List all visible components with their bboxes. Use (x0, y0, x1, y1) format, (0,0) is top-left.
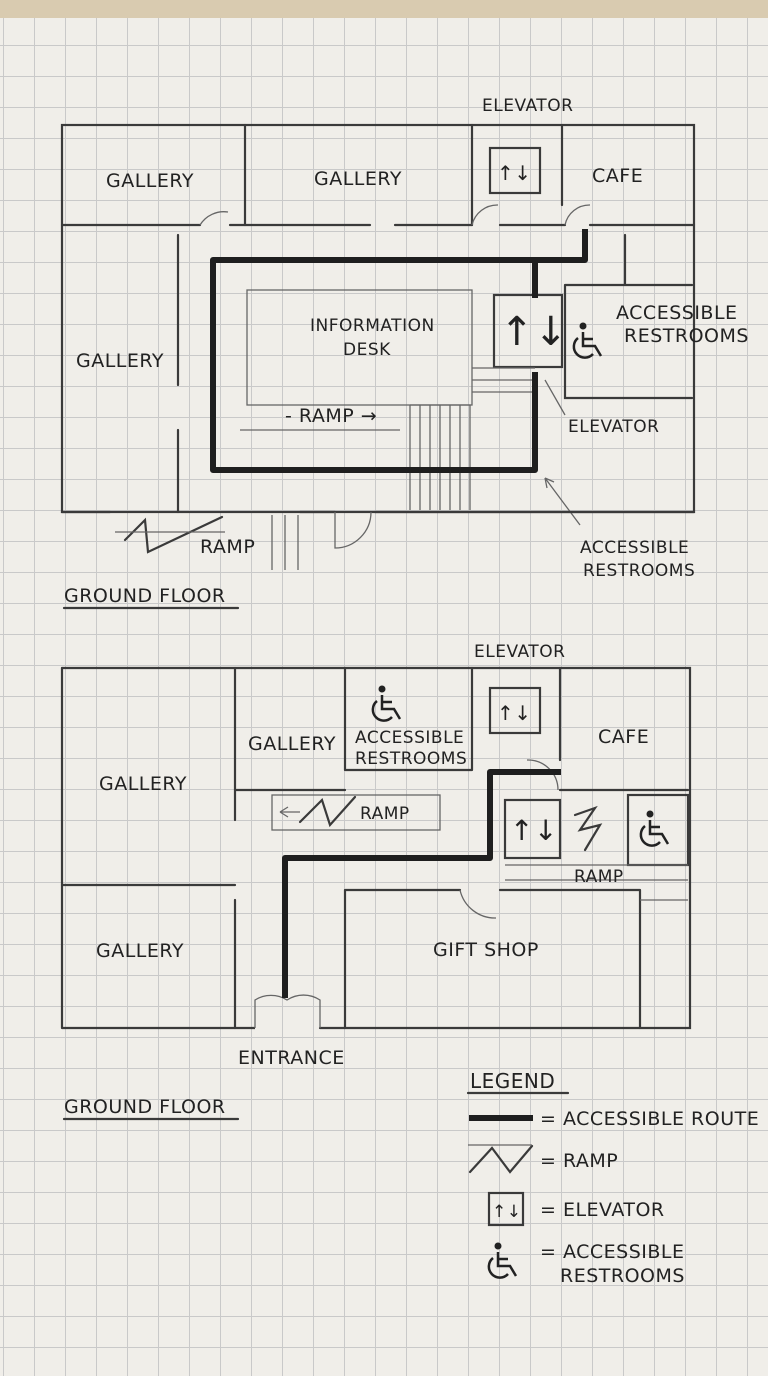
label-elevator: ELEVATOR (482, 96, 573, 116)
label-elevator: ELEVATOR (568, 417, 659, 437)
label-accessible-restrooms: ACCESSIBLE (355, 728, 464, 748)
outer-walls (60, 666, 692, 1030)
label-gallery: GALLERY (99, 773, 187, 795)
label-accessible-restrooms: ACCESSIBLE (580, 538, 689, 558)
elevator-glyph: ↑↓ (497, 701, 532, 725)
label-cafe: CAFE (592, 165, 643, 187)
label-gallery: GALLERY (76, 350, 164, 372)
elevator-box-center (492, 293, 564, 369)
ramp-corridor (271, 794, 441, 831)
elevator-glyph: ↑↓ (500, 309, 568, 355)
label-gallery: GALLERY (314, 168, 402, 190)
label-elevator: ELEVATOR (474, 642, 565, 662)
floor-title: GROUND FLOOR (64, 585, 226, 607)
accessible-route (210, 229, 588, 473)
label-gallery: GALLERY (248, 733, 336, 755)
wheelchair-icon (371, 684, 402, 722)
ramp-zigzag (298, 795, 357, 828)
stairs (409, 367, 535, 510)
label-gift-shop: GIFT SHOP (433, 939, 539, 961)
elevator-glyph: ↑↓ (510, 814, 558, 847)
ramp-zigzag (123, 515, 224, 554)
label-accessible-restrooms: RESTROOMS (624, 325, 749, 347)
label-ramp: RAMP (574, 867, 624, 887)
label-gallery: GALLERY (96, 940, 184, 962)
elevator-glyph: ↑↓ (497, 161, 532, 185)
elevator-box-top (488, 146, 542, 195)
label-gallery: GALLERY (106, 170, 194, 192)
label-information-desk: DESK (343, 340, 391, 360)
accessible-route (282, 769, 561, 998)
label-accessible-restrooms: RESTROOMS (355, 749, 467, 769)
legend: LEGEND = ACCESSIBLE ROUTE = RAMP ↑↓ = EL… (466, 1069, 759, 1287)
label-accessible-restrooms: ACCESSIBLE (616, 302, 738, 324)
ramp-zigzag (573, 805, 603, 852)
label-ramp: - RAMP → (285, 405, 377, 427)
wheelchair-icon (639, 809, 670, 847)
elevator-box (488, 686, 542, 735)
legend-label: RESTROOMS (560, 1265, 685, 1287)
label-information-desk: INFORMATION (310, 316, 435, 336)
elevator-icon (487, 1191, 525, 1227)
label-entrance: ENTRANCE (238, 1047, 345, 1069)
label-accessible-restrooms: RESTROOMS (583, 561, 695, 581)
information-desk-area (246, 289, 473, 406)
top-floor-plan: ↑↓ ↑↓ ELEVATOR GALLERY GALLERY CAFE GALL… (60, 96, 749, 610)
ramp-zigzag (468, 1144, 534, 1174)
legend-label: = ACCESSIBLE (540, 1241, 685, 1263)
label-cafe: CAFE (598, 726, 649, 748)
label-ramp: RAMP (200, 536, 255, 558)
label-ramp: RAMP (360, 804, 410, 824)
wheelchair-icon (487, 1241, 518, 1279)
legend-label: = ELEVATOR (540, 1199, 665, 1221)
legend-label: = ACCESSIBLE ROUTE (540, 1108, 759, 1130)
legend-label: = RAMP (540, 1150, 618, 1172)
elevator-glyph: ↑↓ (492, 1202, 522, 1222)
wheelchair-icon (572, 321, 603, 359)
floor-title: GROUND FLOOR (64, 1096, 226, 1118)
elevator-box-small (503, 798, 562, 860)
bottom-floor-plan: ↑↓ ↑↓ ELEVATOR GALLERY GALLERY GALLERY A… (60, 642, 692, 1121)
legend-title: LEGEND (470, 1069, 555, 1093)
table-edge (0, 0, 768, 18)
